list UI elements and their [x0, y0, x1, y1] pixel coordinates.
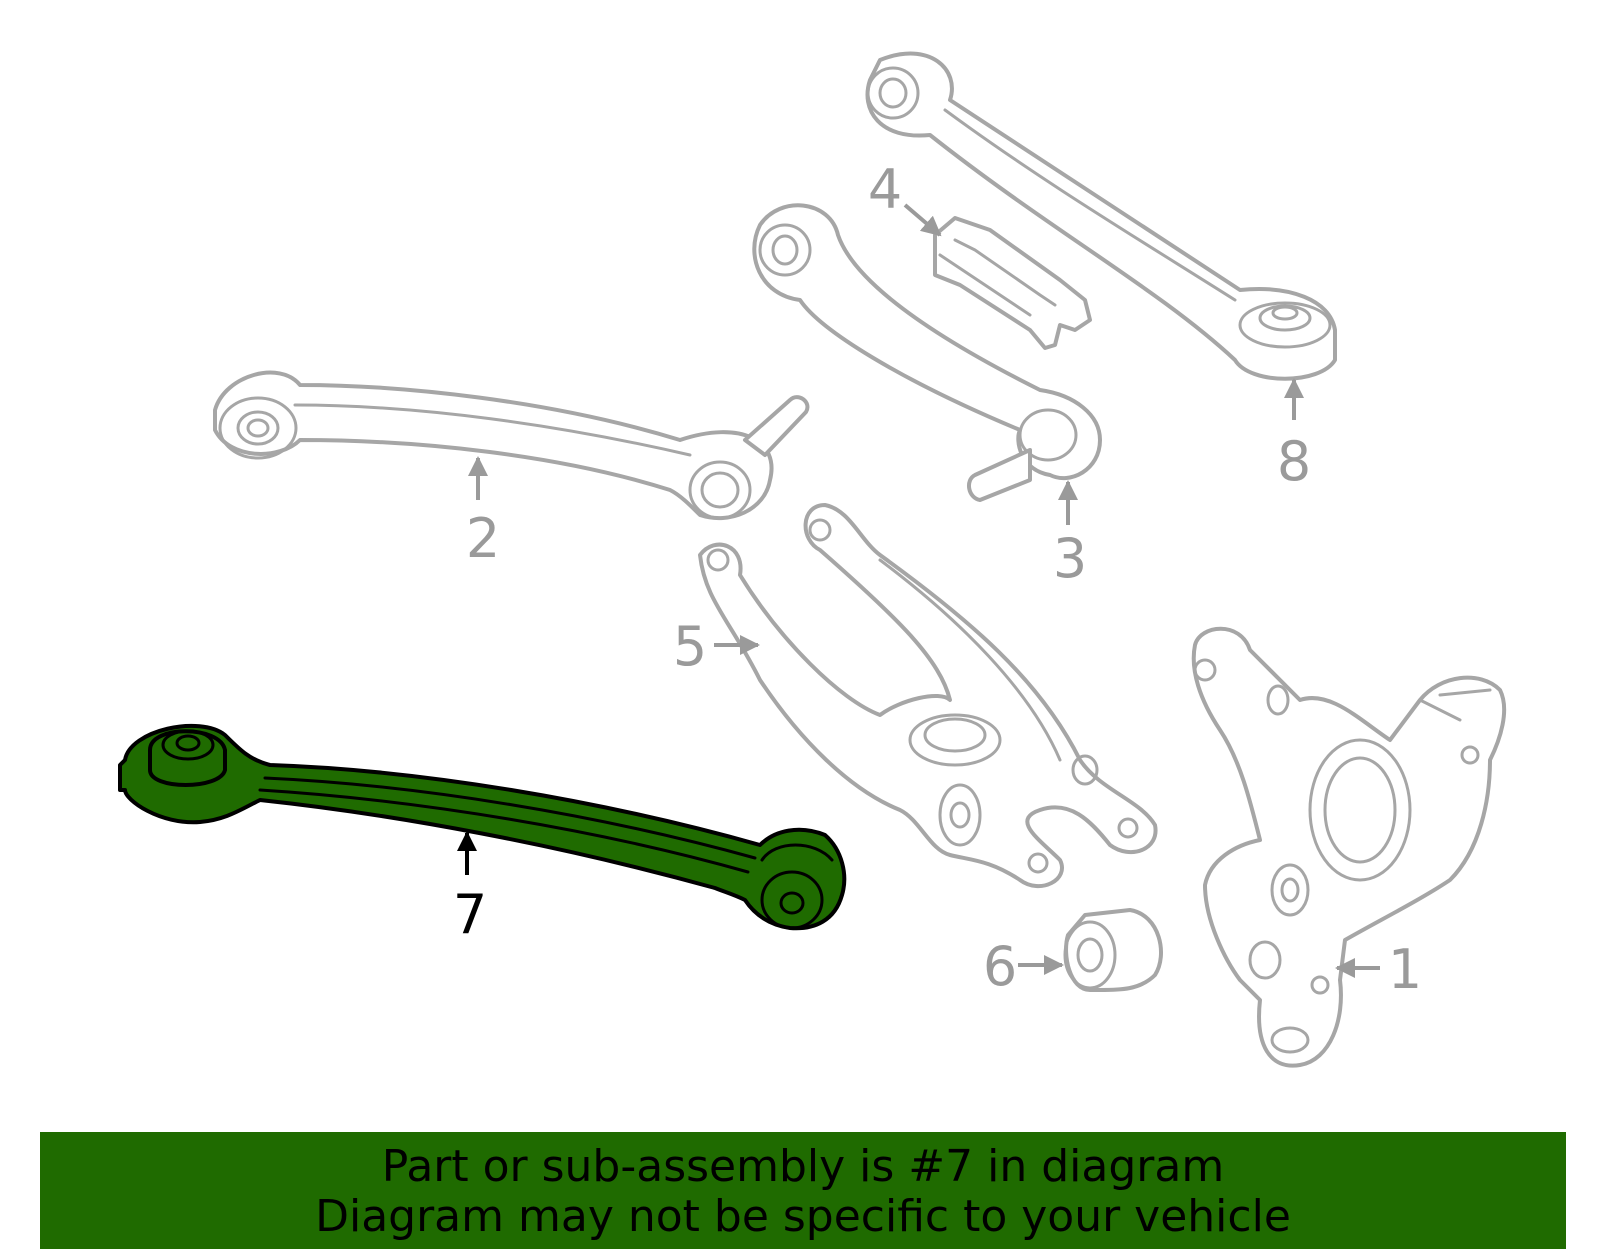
callout-8-label: 8 [1277, 430, 1311, 493]
callout-3: 3 [1053, 480, 1087, 590]
banner-line-2: Diagram may not be specific to your vehi… [315, 1191, 1291, 1242]
info-banner: Part or sub-assembly is #7 in diagram Di… [40, 1132, 1566, 1249]
part-2-control-arm[interactable] [213, 370, 810, 521]
callout-8: 8 [1277, 378, 1311, 493]
callout-6-label: 6 [983, 935, 1017, 998]
callout-2: 2 [466, 456, 500, 570]
part-7-control-arm[interactable] [118, 723, 847, 931]
callout-4: 4 [868, 158, 942, 237]
callout-5-label: 5 [673, 615, 707, 678]
part-6-bushing[interactable] [1063, 908, 1163, 992]
parts-diagram: 8 4 2 3 5 6 1 7 [118, 51, 1507, 1068]
callout-7: 7 [453, 831, 487, 946]
callout-5: 5 [673, 615, 760, 678]
part-3-control-arm[interactable] [752, 203, 1102, 502]
callout-3-label: 3 [1053, 527, 1087, 590]
part-8-control-arm[interactable] [865, 51, 1337, 381]
part-1-knuckle[interactable] [1191, 626, 1507, 1068]
callout-2-label: 2 [466, 507, 500, 570]
callout-7-label: 7 [453, 883, 487, 946]
callout-6: 6 [983, 935, 1064, 998]
part-5-lower-control-arm[interactable] [698, 503, 1158, 888]
part-4-bracket[interactable] [933, 216, 1092, 350]
banner-line-1: Part or sub-assembly is #7 in diagram [381, 1141, 1225, 1192]
callout-1-label: 1 [1388, 938, 1422, 1001]
callout-4-label: 4 [868, 158, 902, 221]
callout-1: 1 [1335, 938, 1422, 1001]
